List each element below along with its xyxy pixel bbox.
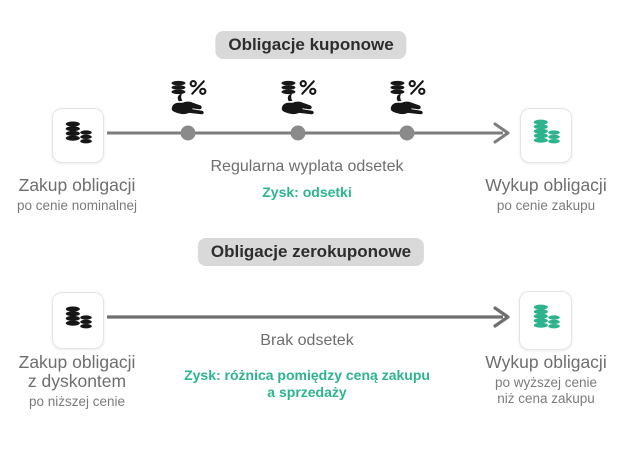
zero-timeline-caption: Brak odsetek	[260, 332, 354, 349]
coin-stack-icon	[62, 303, 94, 338]
green-coin-stack-icon	[530, 117, 562, 154]
zero-profit-note: Zysk: różnica pomiędzy ceną zakupu a spr…	[184, 367, 430, 401]
zero-left-subtitle: po niższej cenie	[28, 394, 126, 409]
coin-stack-icon	[62, 118, 94, 153]
coupon-right-label: Wykup obligacji po cenie zakupu	[451, 176, 622, 214]
coupon-left-title: Zakup obligacji	[18, 175, 136, 195]
hand-coins-percent-icon	[281, 80, 317, 115]
redeem-bond-card	[519, 291, 572, 350]
green-coin-stack-icon	[530, 302, 562, 339]
timeline-dot	[290, 125, 306, 141]
coupon-timeline-arrow	[107, 122, 510, 144]
coupon-timeline-caption: Regularna wyplata odsetek	[210, 158, 404, 175]
zero-left-label: Zakup obligacji z dyskontem po niższej c…	[0, 353, 172, 410]
coupon-left-label: Zakup obligacji po cenie nominalnej	[0, 176, 172, 214]
purchase-bond-card	[52, 292, 104, 349]
zero-right-subtitle: po wyższej cenie	[494, 375, 598, 390]
redeem-bond-card	[520, 108, 572, 163]
coupon-left-subtitle: po cenie nominalnej	[16, 198, 138, 213]
hand-coins-percent-icon	[171, 80, 207, 115]
coupon-right-title: Wykup obligacji	[485, 175, 607, 195]
zero-right-label: Wykup obligacji po wyższej cenie niż cen…	[451, 353, 622, 407]
zero-coupon-timeline-arrow	[107, 306, 510, 328]
hand-coins-percent-icon	[390, 80, 426, 115]
purchase-bond-card	[52, 108, 104, 163]
coupon-right-subtitle: po cenie zakupu	[496, 198, 596, 213]
zero-left-title2: z dyskontem	[27, 371, 127, 391]
zero-left-title: Zakup obligacji	[18, 352, 136, 372]
zero-profit-line2: a sprzedaży	[267, 384, 347, 400]
timeline-dot	[399, 125, 415, 141]
zero-right-subtitle2: niż cena zakupu	[497, 391, 595, 406]
section-title-coupon-bonds: Obligacje kuponowe	[215, 31, 407, 59]
timeline-dot	[180, 125, 196, 141]
section-title-zero-coupon-bonds: Obligacje zerokuponowe	[197, 238, 425, 266]
zero-profit-line1: Zysk: różnica pomiędzy ceną zakupu	[184, 367, 430, 383]
zero-right-title: Wykup obligacji	[485, 352, 607, 372]
coupon-profit-note: Zysk: odsetki	[262, 184, 352, 200]
